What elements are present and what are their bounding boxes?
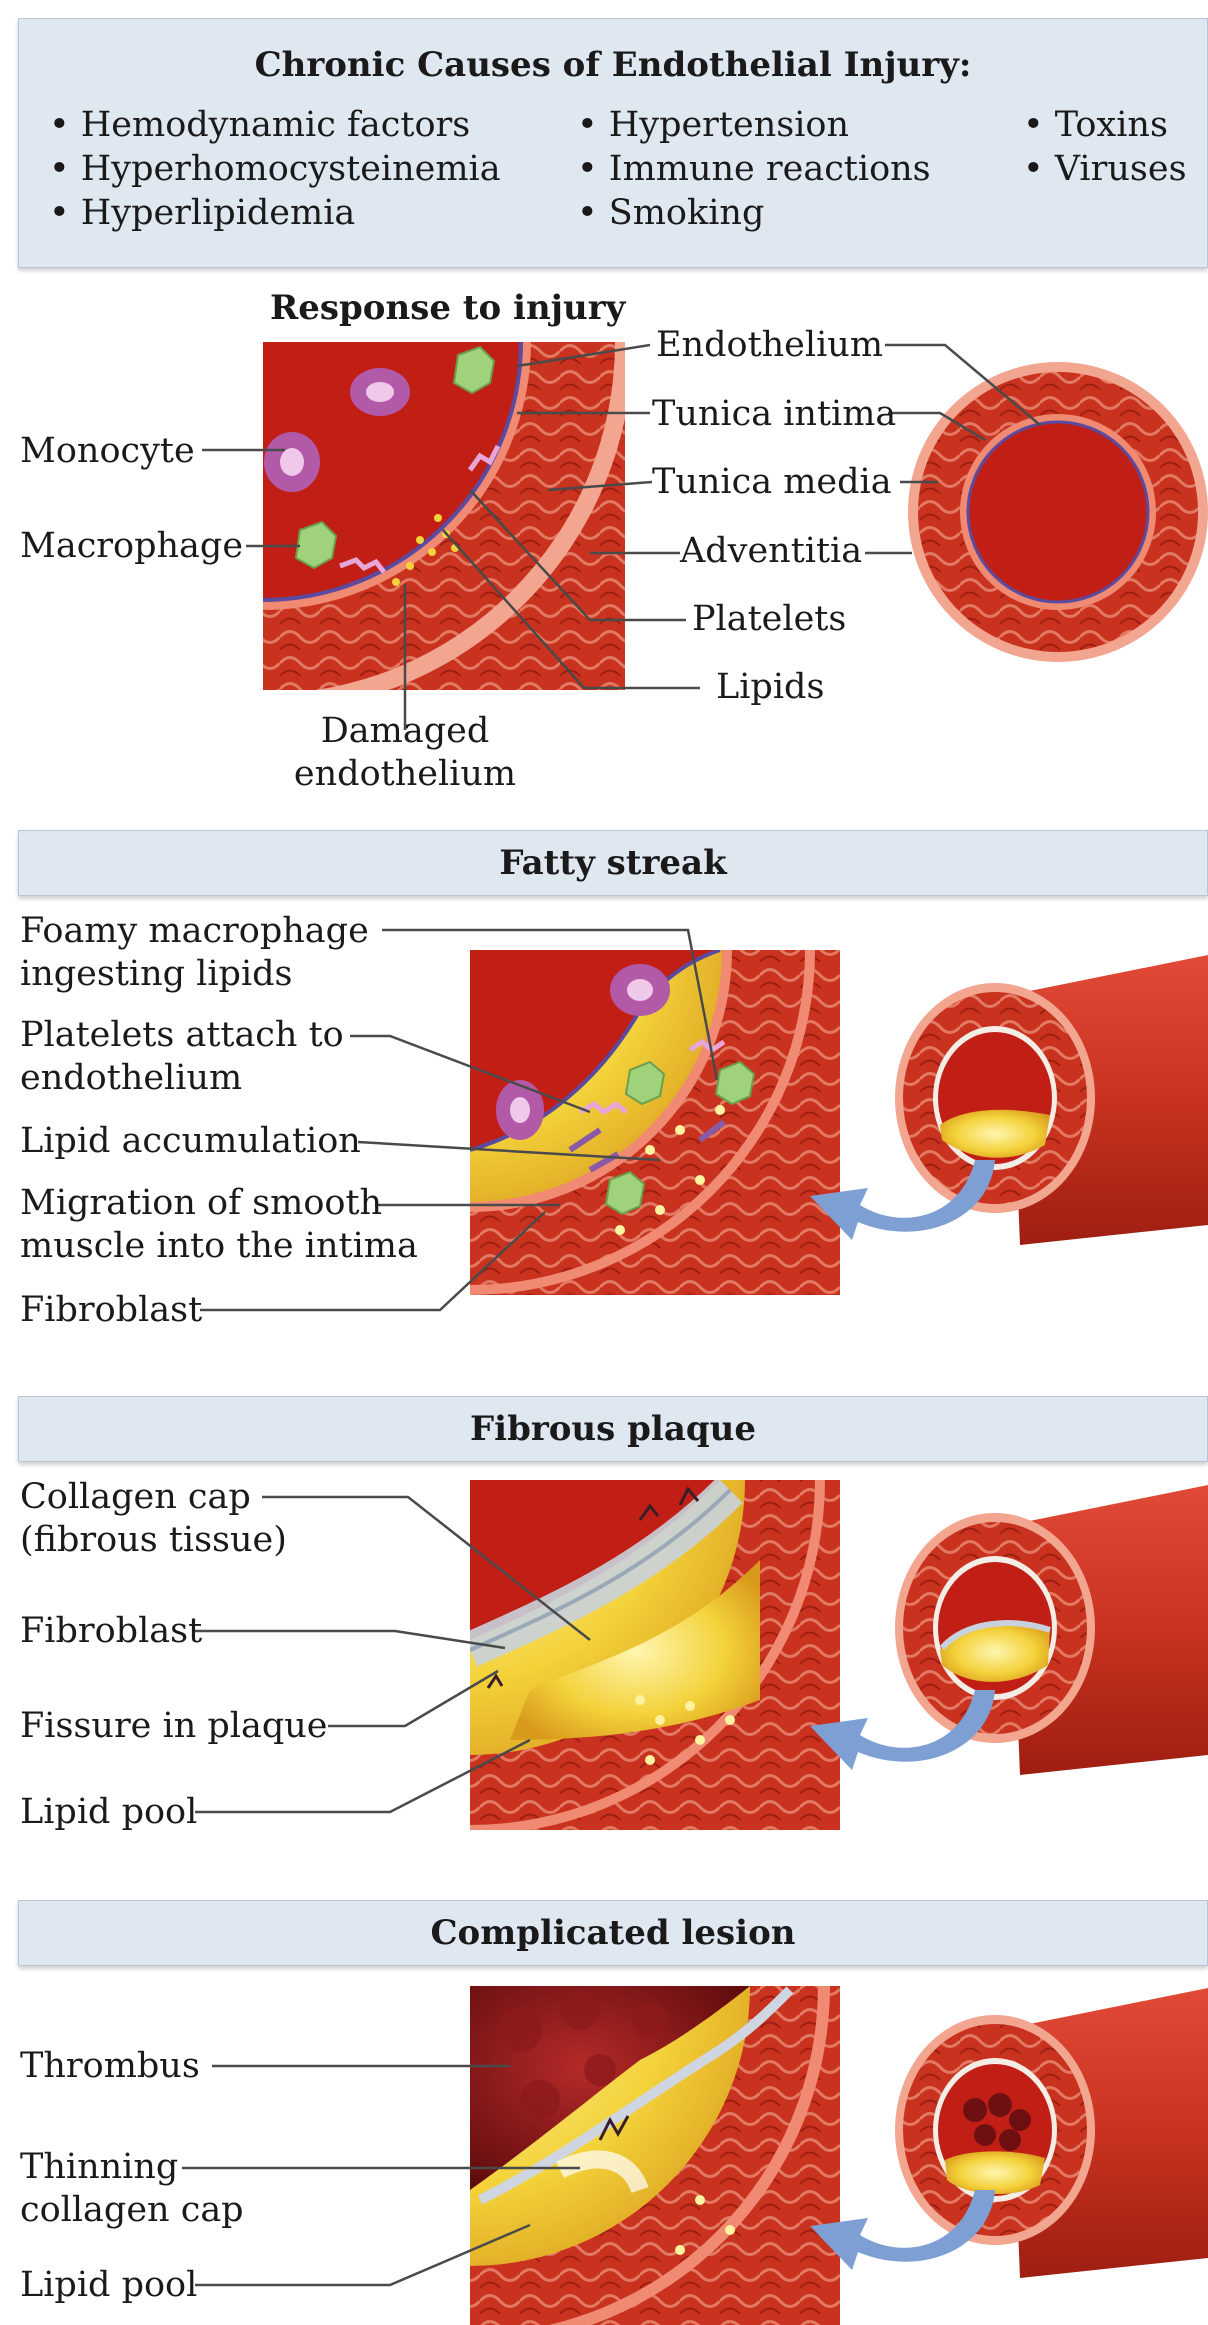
label-fatty-fibroblast: Fibroblast xyxy=(20,1289,202,1332)
fibrous-plaque-header: Fibrous plaque xyxy=(18,1396,1208,1462)
complicated-lesion-header: Complicated lesion xyxy=(18,1900,1208,1966)
label-collagen-line-2: (fibrous tissue) xyxy=(20,1519,287,1562)
label-thinning-collagen-cap: Thinning collagen cap xyxy=(20,2146,244,2232)
label-monocyte: Monocyte xyxy=(20,430,195,473)
label-adventitia: Adventitia xyxy=(680,530,862,573)
label-thinning-line-1: Thinning xyxy=(20,2146,244,2189)
label-tunica-media: Tunica media xyxy=(652,461,892,504)
fibrous-plaque-title: Fibrous plaque xyxy=(19,1409,1207,1449)
fatty-vessel-tube xyxy=(895,955,1208,1245)
label-endothelium: Endothelium xyxy=(656,324,883,367)
label-complicated-lipid-pool: Lipid pool xyxy=(20,2264,197,2307)
response-wedge-illustration xyxy=(0,0,633,712)
fatty-streak-header: Fatty streak xyxy=(18,830,1208,896)
label-platelets-attach-line-2: endothelium xyxy=(20,1057,344,1100)
label-thinning-line-2: collagen cap xyxy=(20,2189,244,2232)
label-collagen-line-1: Collagen cap xyxy=(20,1476,287,1519)
label-damaged-endothelium: Damaged endothelium xyxy=(290,710,520,796)
label-fissure: Fissure in plaque xyxy=(20,1705,328,1748)
label-migration-line-1: Migration of smooth xyxy=(20,1182,418,1225)
label-migration-line-2: muscle into the intima xyxy=(20,1225,418,1268)
label-damaged-line-1: Damaged xyxy=(290,710,520,753)
label-macrophage: Macrophage xyxy=(20,525,243,568)
response-cross-section xyxy=(908,362,1208,662)
label-thrombus: Thrombus xyxy=(20,2045,200,2088)
fatty-streak-title: Fatty streak xyxy=(19,843,1207,883)
label-smooth-muscle-migration: Migration of smooth muscle into the inti… xyxy=(20,1182,418,1268)
label-lipid-accumulation: Lipid accumulation xyxy=(20,1120,361,1163)
label-fibrous-lipid-pool: Lipid pool xyxy=(20,1791,197,1834)
label-lipids: Lipids xyxy=(716,666,824,709)
label-foamy-line-1: Foamy macrophage xyxy=(20,910,369,953)
response-title: Response to injury xyxy=(270,288,625,328)
label-platelets: Platelets xyxy=(692,598,846,641)
label-tunica-intima: Tunica intima xyxy=(652,393,896,436)
label-foamy-macrophage: Foamy macrophage ingesting lipids xyxy=(20,910,369,996)
label-damaged-line-2: endothelium xyxy=(290,753,520,796)
label-fibrous-fibroblast: Fibroblast xyxy=(20,1610,202,1653)
label-platelets-attach: Platelets attach to endothelium xyxy=(20,1014,344,1100)
fibrous-vessel-tube xyxy=(895,1485,1208,1775)
complicated-vessel-tube xyxy=(895,1988,1208,2278)
label-collagen-cap: Collagen cap (fibrous tissue) xyxy=(20,1476,287,1562)
complicated-lesion-title: Complicated lesion xyxy=(19,1913,1207,1953)
label-platelets-attach-line-1: Platelets attach to xyxy=(20,1014,344,1057)
label-foamy-line-2: ingesting lipids xyxy=(20,953,369,996)
